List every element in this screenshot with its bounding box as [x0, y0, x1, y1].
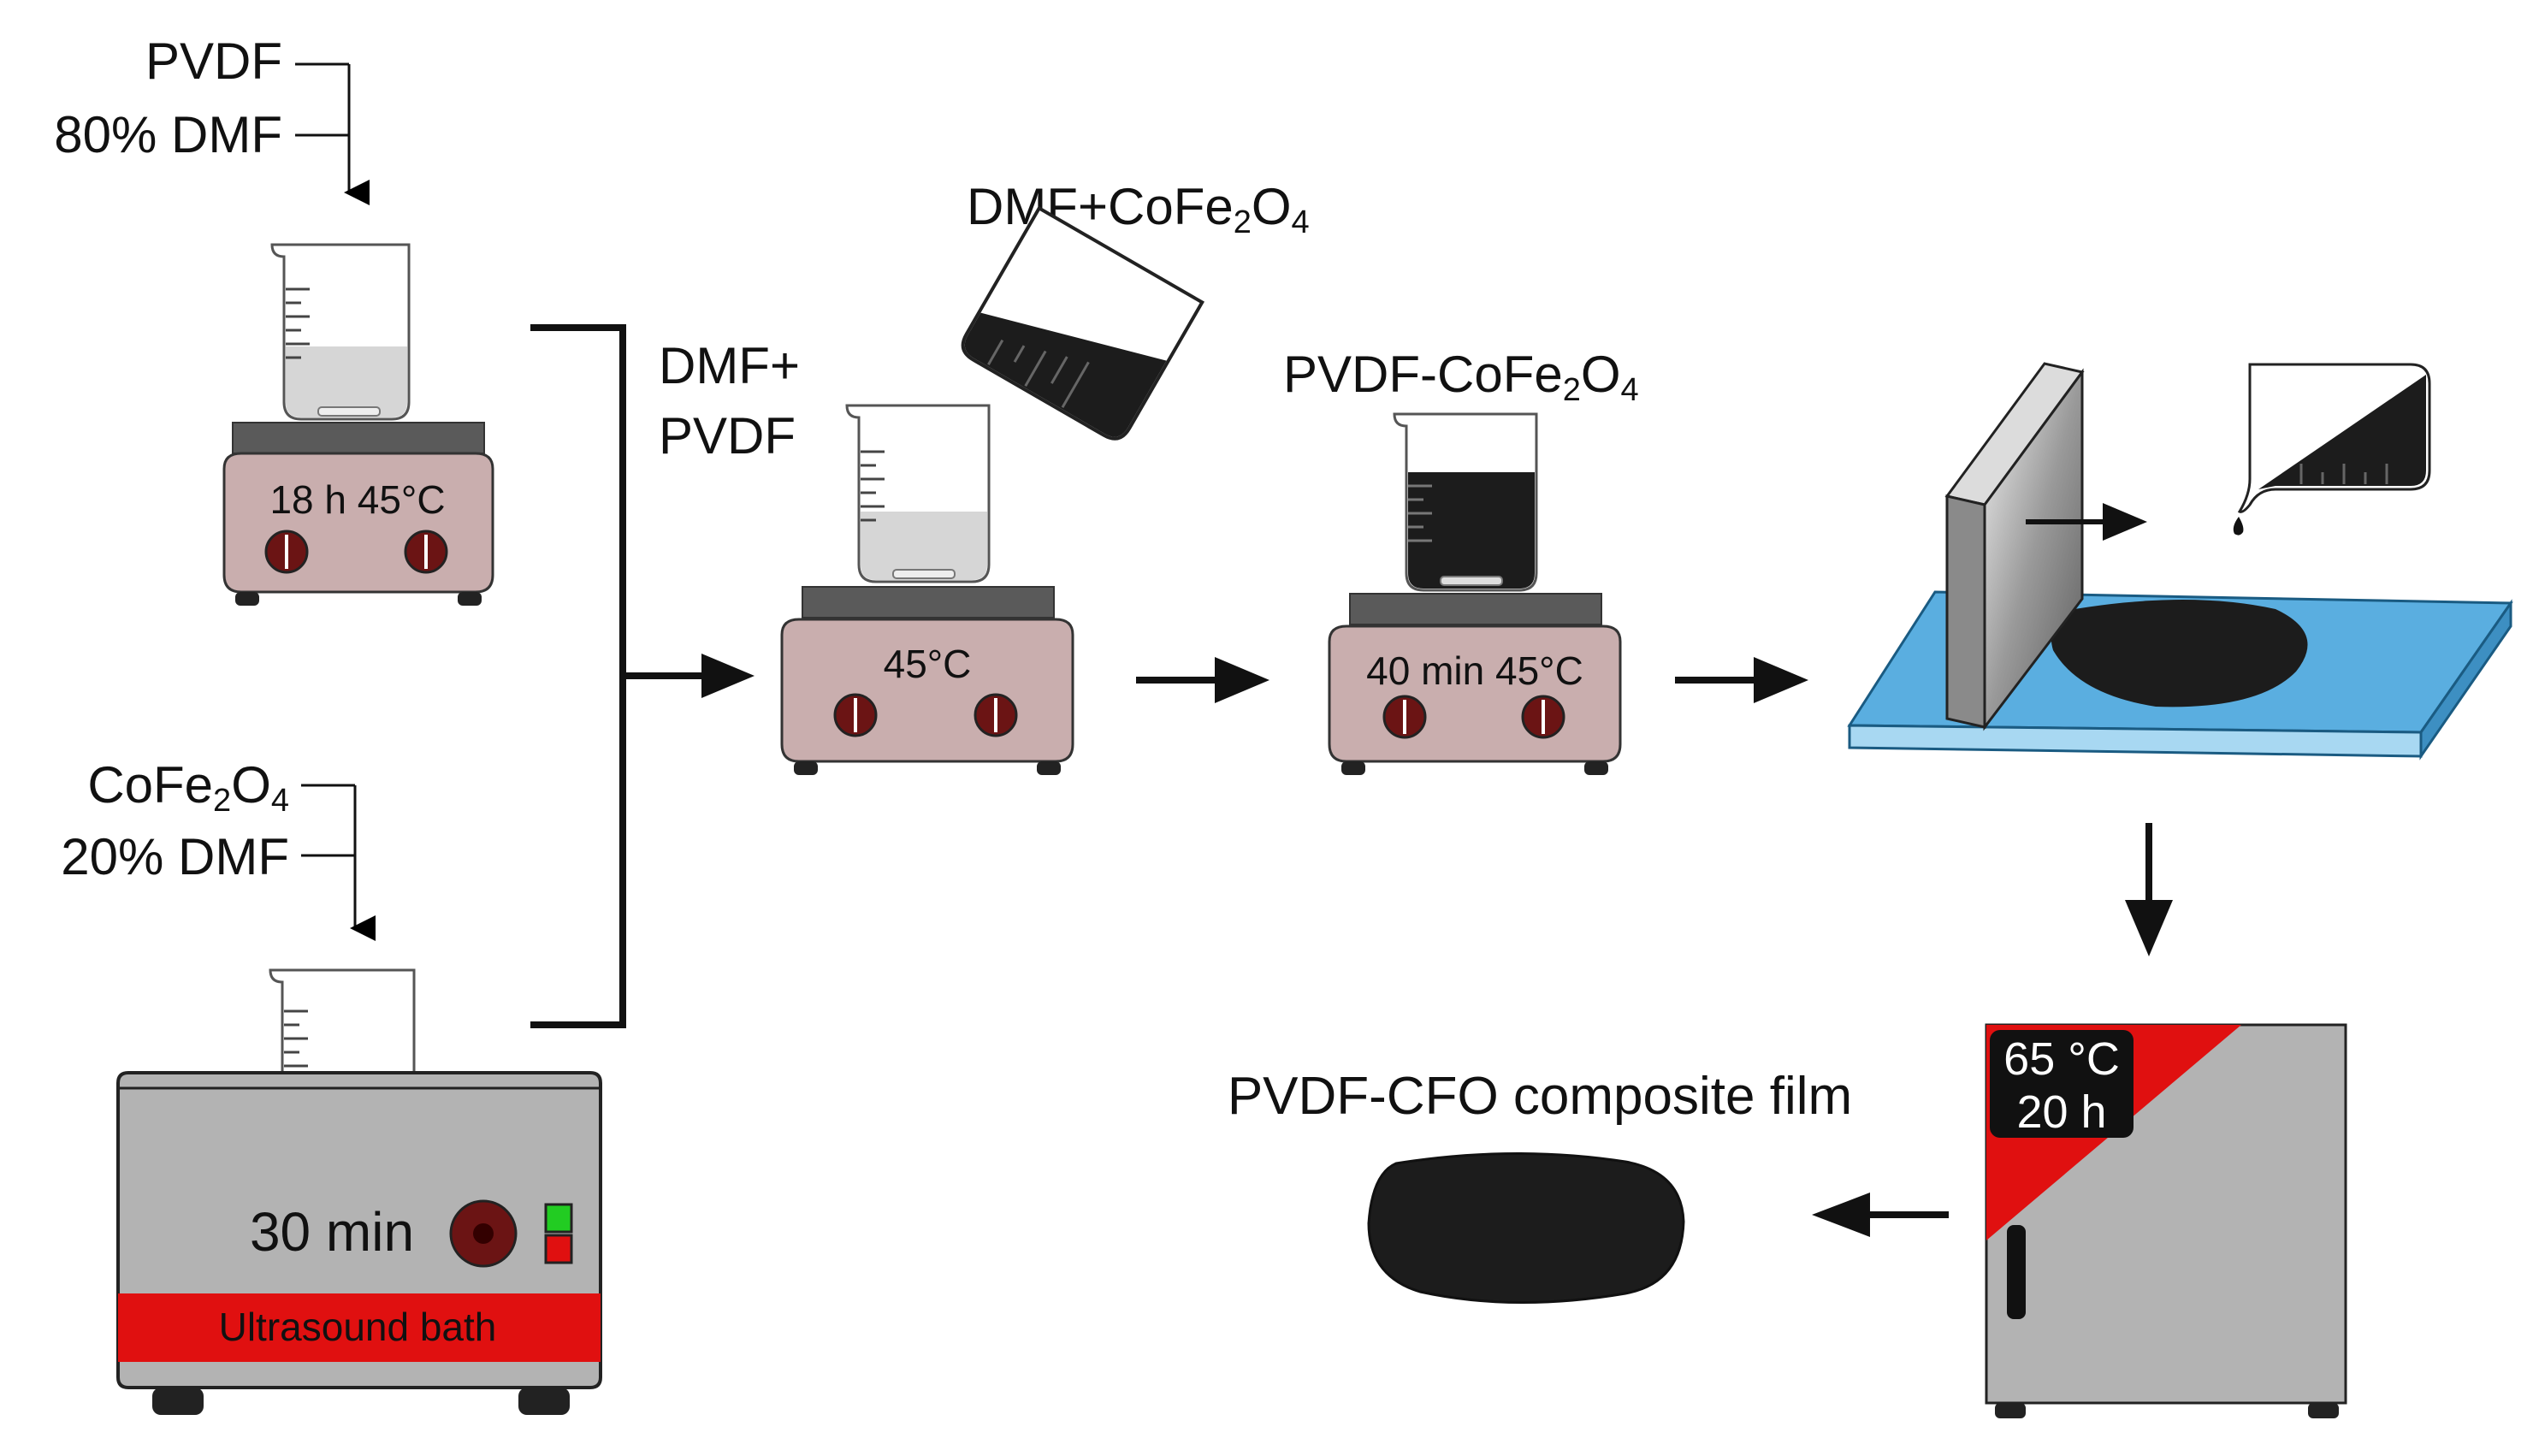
step2-label-line2: PVDF [659, 407, 796, 465]
doctor-blade [1944, 362, 2085, 731]
ultrasound-bath: Ultrasound bath 30 min [116, 968, 602, 1415]
composite-film [1367, 1151, 1685, 1304]
arrow-left-icon [1812, 1193, 1949, 1237]
step3-hotplate-label: 40 min 45°C [1366, 648, 1583, 693]
merge-bracket [530, 324, 710, 1028]
oven-temp-label: 65 °C [2003, 1033, 2120, 1085]
dispensing-beaker [2233, 363, 2431, 536]
merge-arrow-icon [701, 654, 755, 698]
mix-label: PVDF-CoFe2O4 [1283, 346, 1639, 408]
ultrasound-beaker [269, 968, 416, 1078]
drying-oven: 65 °C 20 h [1985, 1023, 2347, 1418]
step1-left-knob-icon [264, 530, 309, 574]
result-label: PVDF-CFO composite film [1228, 1067, 1852, 1126]
pour-label: DMF+CoFe2O4 [967, 178, 1310, 240]
doctor-blade-casting [1847, 362, 2513, 761]
pvdf-input-connector [295, 62, 370, 205]
ultrasound-time-label: 30 min [250, 1201, 414, 1263]
power-off-led [544, 1234, 573, 1264]
step3-hotplate: 40 min 45°C [1328, 412, 1622, 775]
step2-hotplate-label: 45°C [884, 642, 972, 686]
step2-left-knob-icon [833, 693, 878, 737]
step1-right-knob-icon [404, 530, 448, 574]
blade-direction-arrow-icon [2026, 503, 2147, 541]
step1-hotplate: 18 h 45°C [222, 243, 494, 606]
cfo-dmf-text: 20% DMF [61, 828, 289, 885]
pvdf-input-label: PVDF 80% DMF [54, 33, 282, 163]
ultrasound-bath-label: Ultrasound bath [219, 1305, 497, 1349]
power-on-led [544, 1203, 573, 1234]
cast-film [2051, 600, 2308, 707]
step3-beaker [1393, 412, 1538, 592]
pouring-beaker [961, 205, 1204, 441]
arrow-right-icon [1136, 657, 1269, 703]
cfo-input-label: CoFe2O4 20% DMF [61, 756, 289, 885]
arrow-right-icon [1675, 657, 1808, 703]
step2-label-line1: DMF+ [659, 337, 800, 394]
cfo-input-connector [301, 784, 376, 941]
arrow-down-icon [2125, 823, 2173, 956]
step1-beaker [270, 243, 411, 421]
ultrasound-dial-icon [449, 1199, 518, 1268]
step2-hotplate: 45°C [780, 404, 1074, 775]
pvdf-dmf-text: 80% DMF [54, 106, 282, 163]
step3-left-knob-icon [1382, 695, 1427, 739]
step3-right-knob-icon [1521, 695, 1565, 739]
step1-hotplate-label: 18 h 45°C [269, 477, 445, 522]
oven-door-handle [2007, 1225, 2026, 1319]
pvdf-text: PVDF [145, 33, 282, 90]
oven-time-label: 20 h [2016, 1086, 2106, 1138]
step2-beaker [845, 404, 991, 583]
step2-labels: DMF+ PVDF [659, 337, 800, 465]
cfo-text: CoFe2O4 [87, 756, 289, 819]
step2-right-knob-icon [974, 693, 1018, 737]
